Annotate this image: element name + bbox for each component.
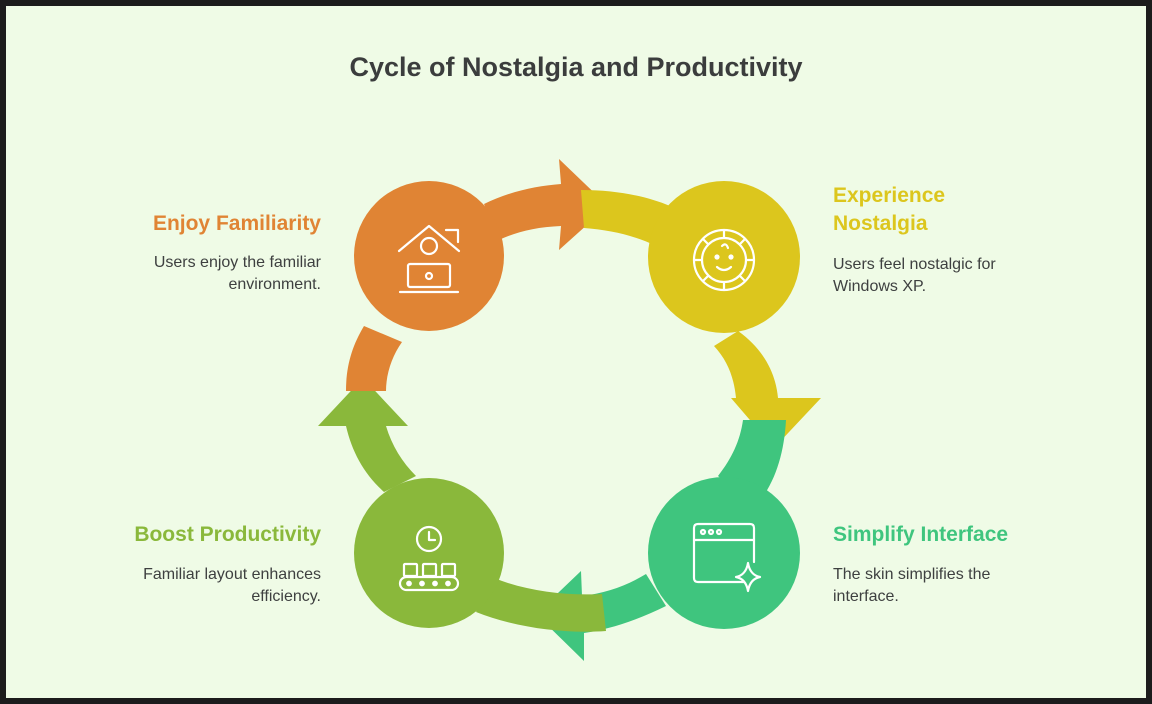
circle-enjoy-familiarity — [354, 181, 504, 331]
step-desc-line: The skin simplifies the — [833, 566, 991, 583]
step-title-boost-productivity: Boost Productivity — [134, 523, 321, 546]
step-desc-boost-productivity: Familiar layout enhances efficiency. — [143, 564, 321, 608]
arrow-orange-tail — [346, 326, 402, 391]
step-title-enjoy-familiarity: Enjoy Familiarity — [152, 212, 321, 235]
diagram-title: Cycle of Nostalgia and Productivity — [349, 52, 803, 82]
step-desc-enjoy-familiarity: Users enjoy the familiar environment. — [154, 252, 321, 296]
step-desc-line: interface. — [833, 588, 899, 605]
step-title-line: Nostalgia — [833, 212, 928, 235]
step-desc-line: environment. — [228, 276, 322, 293]
cycle-diagram — [318, 159, 821, 661]
arrow-orange — [484, 159, 608, 250]
step-desc-line: Users feel nostalgic for — [833, 256, 996, 273]
circle-simplify-interface — [648, 477, 800, 629]
arrow-yellow — [581, 190, 821, 448]
home-laptop-icon — [397, 224, 461, 294]
clock-conveyor-icon — [398, 525, 460, 592]
step-desc-line: Users enjoy the familiar — [153, 254, 321, 271]
circle-experience-nostalgia — [648, 181, 800, 333]
step-desc-simplify-interface: The skin simplifies the interface. — [833, 564, 990, 608]
step-title-simplify-interface: Simplify Interface — [833, 523, 1009, 546]
step-desc-line: Windows XP. — [833, 278, 927, 295]
arrow-olive — [318, 378, 606, 632]
browser-window-sparkle-icon — [692, 522, 762, 593]
step-desc-line: Familiar layout enhances — [143, 566, 321, 583]
smiley-sun-icon — [692, 228, 756, 292]
step-desc-experience-nostalgia: Users feel nostalgic for Windows XP. — [833, 254, 996, 298]
step-title-line: Experience — [833, 184, 946, 207]
step-title-experience-nostalgia: Experience Nostalgia — [833, 182, 945, 238]
infographic-canvas: Cycle of Nostalgia and Productivity — [6, 6, 1146, 698]
circle-boost-productivity — [354, 478, 504, 628]
step-desc-line: efficiency. — [251, 588, 321, 605]
